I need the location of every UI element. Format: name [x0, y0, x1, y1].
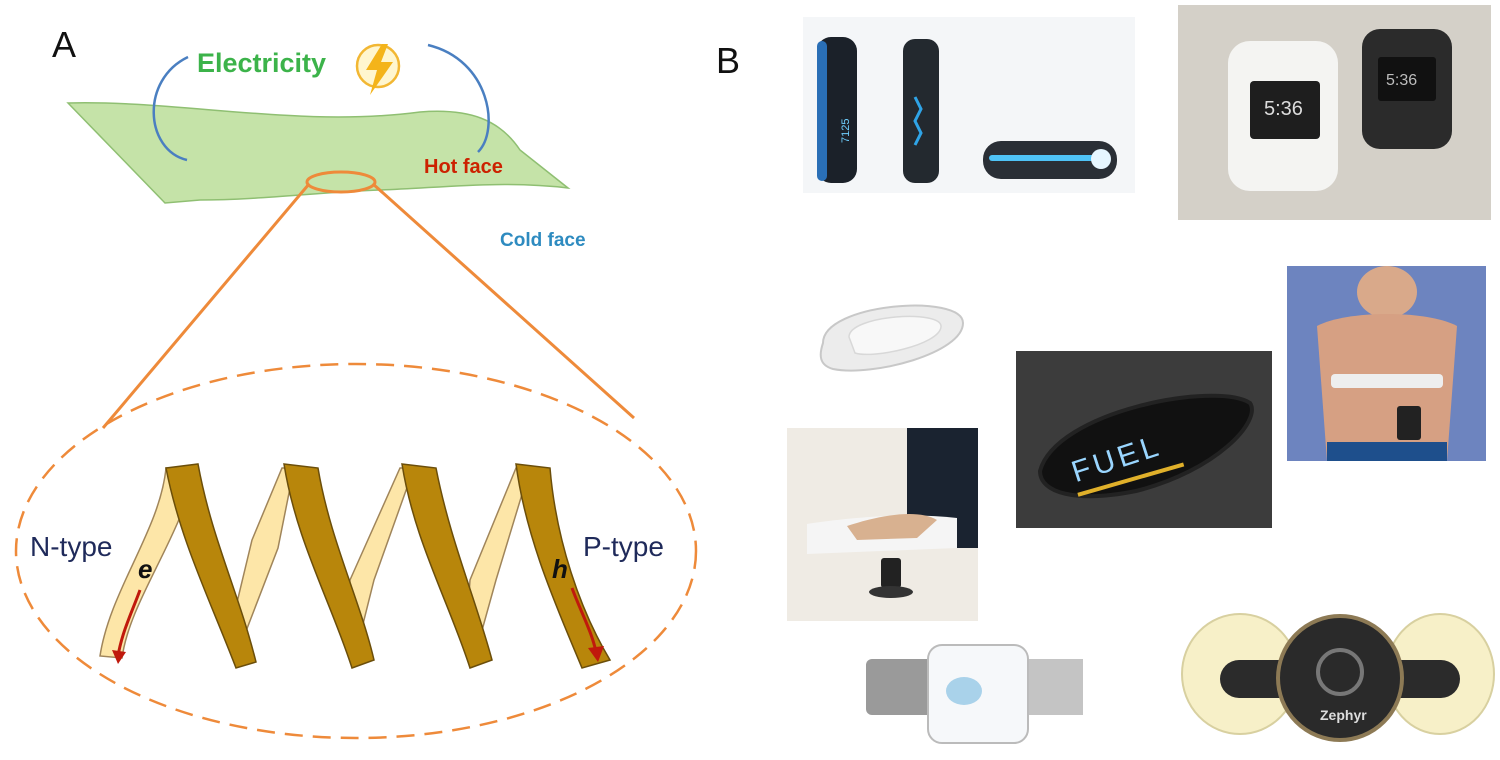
hole-arrow: [570, 587, 598, 653]
wrist-band-sensor-photo: [866, 641, 1083, 745]
zoom-region: [305, 170, 377, 194]
zephyr-logo-text: Zephyr: [1320, 707, 1367, 723]
circuit-arc-right: [427, 43, 490, 153]
zoom-line-right: [371, 182, 636, 420]
cold-face-label: Cold face: [500, 230, 586, 251]
electron-arrowhead: [112, 650, 126, 664]
zephyr-ecg-patch-photo: Zephyr: [1180, 604, 1495, 750]
flexible-sheet: [66, 102, 571, 204]
n-type-label: N-type: [30, 531, 112, 562]
electricity-label: Electricity: [197, 48, 326, 78]
thermoelectric-legs: [99, 463, 612, 669]
watch-time-1: 5:36: [1264, 98, 1303, 120]
chest-strap-monitor-photo: [1287, 266, 1486, 461]
adhesive-patch-sensor-photo: [813, 293, 973, 377]
electron-symbol: e: [138, 554, 152, 584]
clip-readout: 7125: [840, 119, 852, 143]
zoom-line-left: [101, 183, 311, 429]
p-type-label: P-type: [583, 531, 664, 562]
panel-b-label: B: [716, 40, 741, 81]
led-fuel-band-photo: FUEL: [1016, 351, 1272, 528]
watch-time-2: 5:36: [1386, 72, 1417, 89]
zoom-ellipse: [14, 362, 698, 740]
lightning-icon: [355, 43, 401, 95]
panel-a-label: A: [52, 24, 77, 65]
thermoelectric-diagram: Electricity Hot face Cold face N-type P-…: [14, 43, 698, 740]
smart-watches-photo: 5:36 5:36: [1178, 5, 1491, 220]
fitness-clip-trackers-photo: 7125: [803, 17, 1135, 193]
hot-face-label: Hot face: [424, 156, 503, 178]
hole-arrowhead: [588, 646, 604, 662]
circuit-arc-left: [152, 55, 189, 162]
hole-symbol: h: [552, 554, 568, 584]
desk-dock-device-photo: [787, 428, 978, 621]
electron-arrow: [116, 589, 142, 657]
